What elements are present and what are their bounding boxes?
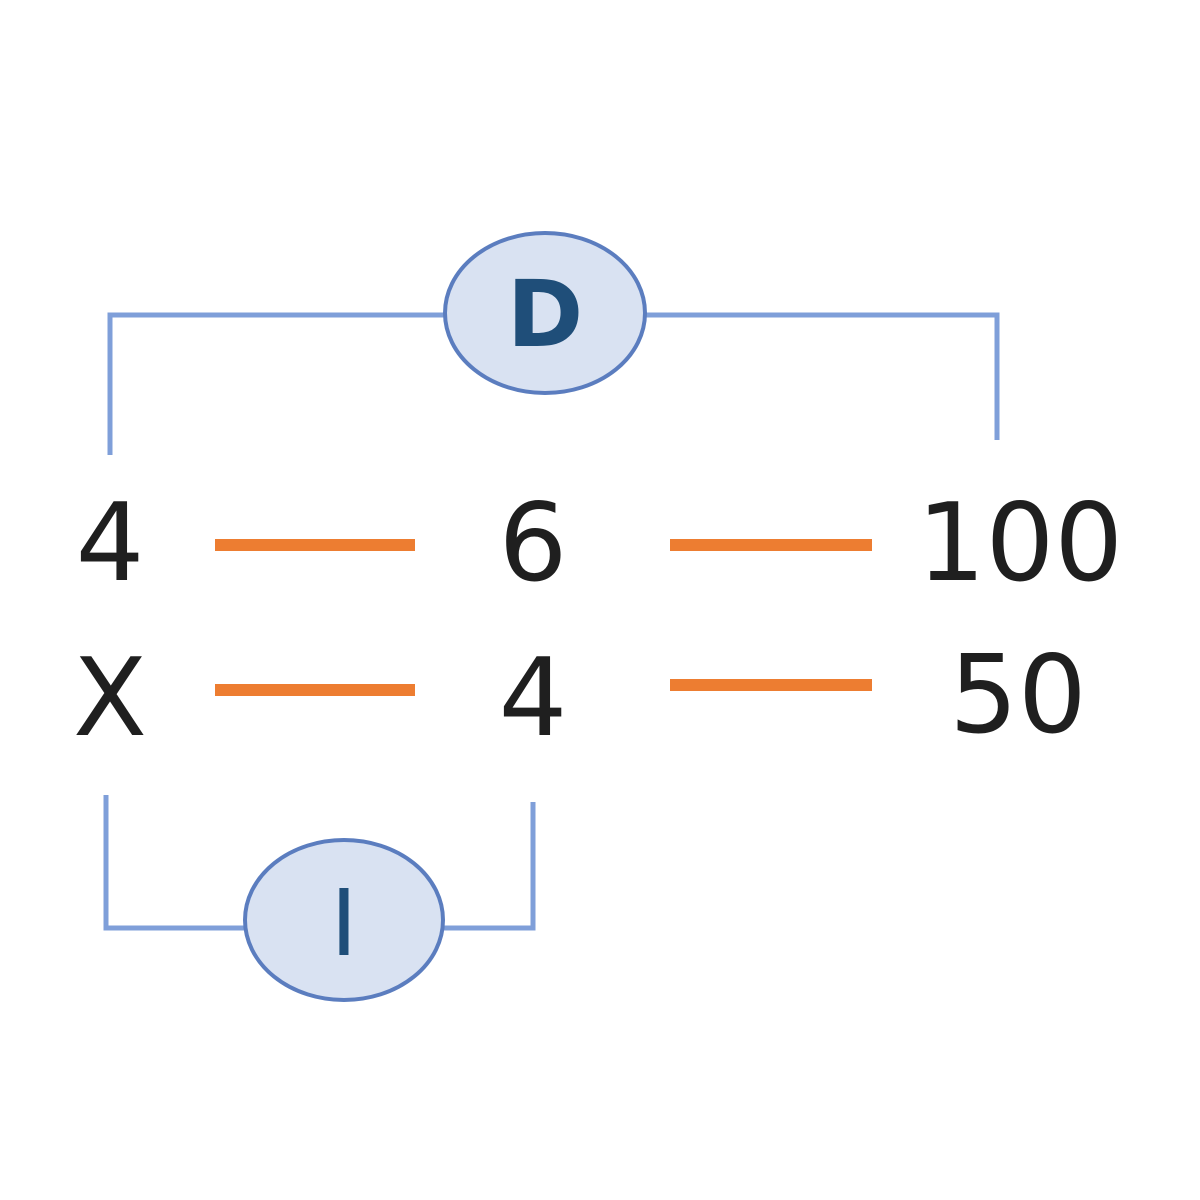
row2-value-2: 4 (499, 636, 568, 761)
row2-value-3: 50 (949, 633, 1086, 758)
direct-badge-label: D (507, 261, 583, 368)
top-bracket-line-right (645, 312, 1000, 440)
row1-value-2: 6 (499, 481, 568, 606)
bottom-bracket-line-right (442, 802, 536, 931)
row1-value-1: 4 (76, 481, 145, 606)
inverse-badge-label: I (330, 870, 357, 977)
top-bracket-line (107, 312, 448, 455)
row1-value-3: 100 (917, 481, 1123, 606)
direct-badge (443, 231, 647, 395)
bottom-bracket-line (103, 795, 245, 931)
row2-value-1: X (73, 636, 147, 761)
inverse-badge (243, 838, 445, 1002)
